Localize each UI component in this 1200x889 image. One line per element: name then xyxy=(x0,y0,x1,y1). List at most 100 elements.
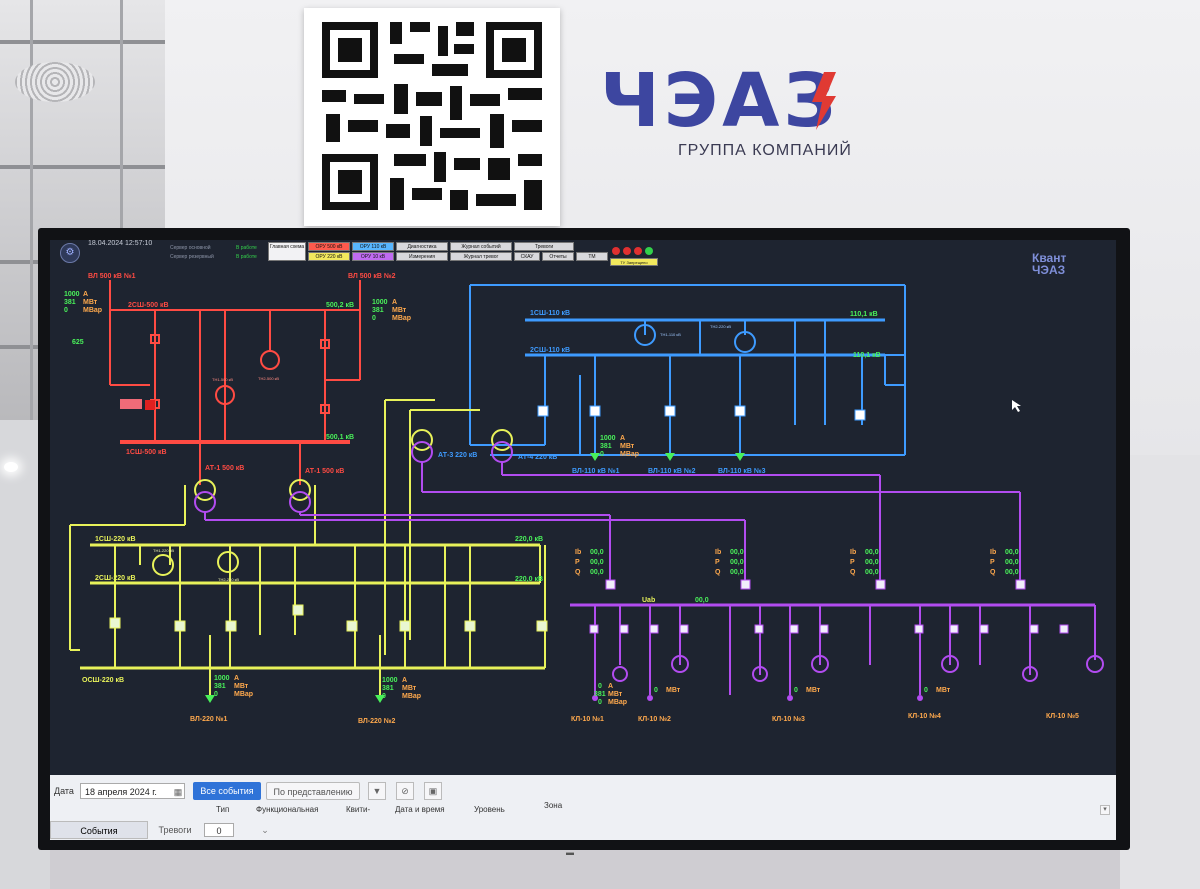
meas-i: 1000 xyxy=(64,291,80,298)
nav-skau[interactable]: СКАУ xyxy=(514,252,540,261)
ipq-p-label: P xyxy=(715,559,720,566)
meas-p-unit: МВт xyxy=(936,687,951,694)
meas-q: 0 xyxy=(214,691,218,698)
meas-q: 0 xyxy=(382,693,386,700)
label-bus-1sh-500: 1СШ-500 кВ xyxy=(126,449,167,456)
meas-q: 0 xyxy=(64,307,68,314)
ceiling-fan-icon xyxy=(15,62,95,102)
label-tn2-500: ТН2-500 кВ xyxy=(258,376,279,381)
alarm-indicator[interactable] xyxy=(623,247,631,255)
meas-q: 0 xyxy=(600,451,604,458)
meas-i-unit: А xyxy=(402,677,407,684)
save-icon[interactable]: ▣ xyxy=(424,782,442,800)
label-at4: АТ-4 220 кВ xyxy=(518,454,557,461)
ipq-i-label: Ib xyxy=(715,549,721,556)
ipq-p-label: P xyxy=(990,559,995,566)
ipq-i-label: Ib xyxy=(575,549,581,556)
calendar-icon[interactable]: ▦ xyxy=(173,787,183,797)
column-ack[interactable]: Квити- xyxy=(346,805,371,814)
label-line-220-2: ВЛ-220 №2 xyxy=(358,717,396,725)
nav-event-log[interactable]: Журнал событий xyxy=(450,242,512,251)
ipq-value: 00,0 xyxy=(865,569,879,576)
label-tn2-220: ТН2-220 кВ xyxy=(218,577,239,582)
ceiling-beam xyxy=(0,40,190,44)
ipq-block: Ib P Q 00,0 00,0 00,0 xyxy=(715,549,744,576)
label-tn2-110: ТН2-220 кВ xyxy=(710,324,731,329)
meas-p-unit: МВт xyxy=(620,443,635,450)
ipq-value: 00,0 xyxy=(865,549,879,556)
label-kl10-2: КЛ-10 №2 xyxy=(638,715,671,723)
label-bus-10: Uab xyxy=(642,597,655,604)
brand-logo: ЧЭАЗ ГРУППА КОМПАНИЙ xyxy=(600,60,960,180)
by-view-button[interactable]: По представлению xyxy=(266,782,360,800)
label-bus-1sh-220: 1СШ-220 кВ xyxy=(95,536,136,543)
column-function[interactable]: Функциональная xyxy=(256,805,319,814)
label-line-500-1: ВЛ 500 кВ №1 xyxy=(88,272,136,280)
meas-p-unit: МВт xyxy=(392,307,407,314)
server-name: Сервер основной xyxy=(170,245,211,251)
ipq-block: Ib P Q 00,0 00,0 00,0 xyxy=(575,549,604,576)
meas-i-unit: А xyxy=(392,299,397,306)
qr-code-icon xyxy=(304,8,560,226)
ipq-value: 00,0 xyxy=(590,559,604,566)
filter-icon[interactable]: ▼ xyxy=(368,782,386,800)
meas-i-unit: А xyxy=(608,683,613,690)
label-tn1-220: ТН1-220 кВ xyxy=(153,548,174,553)
ipq-value: 00,0 xyxy=(590,569,604,576)
bus-voltage: 110,1 кВ xyxy=(853,352,881,359)
nav-oru-500[interactable]: ОРУ 500 кВ xyxy=(308,242,350,251)
chevron-down-icon[interactable]: ⌄ xyxy=(261,825,269,835)
alarm-count: 0 xyxy=(204,823,234,837)
nav-measurements[interactable]: Измерения xyxy=(396,252,448,261)
column-type[interactable]: Тип xyxy=(216,805,230,814)
arrow-icon xyxy=(205,695,215,703)
meas-i: 0 xyxy=(654,687,658,694)
meas-i: 0 xyxy=(794,687,798,694)
alarm-indicator[interactable] xyxy=(612,247,620,255)
nav-tm[interactable]: ТМ xyxy=(576,252,608,261)
nav-diagnostics[interactable]: Диагностика xyxy=(396,242,448,251)
meas-p: 381 xyxy=(382,685,394,692)
mouse-cursor-icon xyxy=(1012,400,1021,412)
alarm-indicator[interactable] xyxy=(645,247,653,255)
column-datetime[interactable]: Дата и время xyxy=(395,805,445,814)
nav-oru-220[interactable]: ОРУ 220 кВ xyxy=(308,252,350,261)
gear-icon[interactable]: ⚙ xyxy=(60,243,80,263)
scroll-down-icon[interactable]: ▾ xyxy=(1100,805,1110,815)
monitor-brand-mark: ▬ xyxy=(566,848,574,857)
label-kl10-4: КЛ-10 №4 xyxy=(908,712,941,720)
meas-p-unit: МВт xyxy=(234,683,249,690)
meas-i-unit: А xyxy=(83,291,88,298)
nav-reports[interactable]: Отчеты xyxy=(542,252,574,261)
alarm-indicator[interactable] xyxy=(634,247,642,255)
all-events-button[interactable]: Все события xyxy=(193,782,261,800)
arrow-icon xyxy=(590,453,600,461)
nav-oru-10[interactable]: ОРУ 10 кВ xyxy=(352,252,394,261)
label-at1: АТ-1 500 кВ xyxy=(205,465,244,472)
server-status: В работе xyxy=(236,245,257,251)
meas-p: 381 xyxy=(594,691,606,698)
bus-voltage: 00,0 xyxy=(695,597,709,604)
ipq-p-label: P xyxy=(850,559,855,566)
nav-main-schema[interactable]: Главная схема xyxy=(268,242,306,261)
meas-p: 381 xyxy=(372,307,384,314)
meas-i: 0 xyxy=(924,687,928,694)
nav-alarms[interactable]: Тревоги xyxy=(514,242,574,251)
single-line-diagram: ВЛ 500 кВ №1 ВЛ 500 кВ №2 2СШ-500 кВ 1СШ… xyxy=(64,272,1104,725)
nav-oru-110[interactable]: ОРУ 110 кВ xyxy=(352,242,394,251)
label-kl10-1: КЛ-10 №1 xyxy=(571,715,604,723)
counter-value: 625 xyxy=(72,339,84,346)
tab-alarms[interactable]: Тревоги xyxy=(150,821,200,839)
meas-i-unit: А xyxy=(620,435,625,442)
spot-light xyxy=(4,462,18,472)
tab-events[interactable]: События xyxy=(50,821,148,839)
nav-alarm-log[interactable]: Журнал тревог xyxy=(450,252,512,261)
column-level[interactable]: Уровень xyxy=(474,805,505,814)
bus-voltage: 110,1 кВ xyxy=(850,311,878,318)
label-kl10-3: КЛ-10 №3 xyxy=(772,715,805,723)
clear-filter-icon[interactable]: ⊘ xyxy=(396,782,414,800)
label-line-110-2: ВЛ-110 кВ №2 xyxy=(648,467,696,475)
date-input[interactable]: 18 апреля 2024 г. xyxy=(80,783,185,799)
label-at3: АТ-3 220 кВ xyxy=(438,452,477,459)
column-zone[interactable]: Зона xyxy=(544,801,563,810)
